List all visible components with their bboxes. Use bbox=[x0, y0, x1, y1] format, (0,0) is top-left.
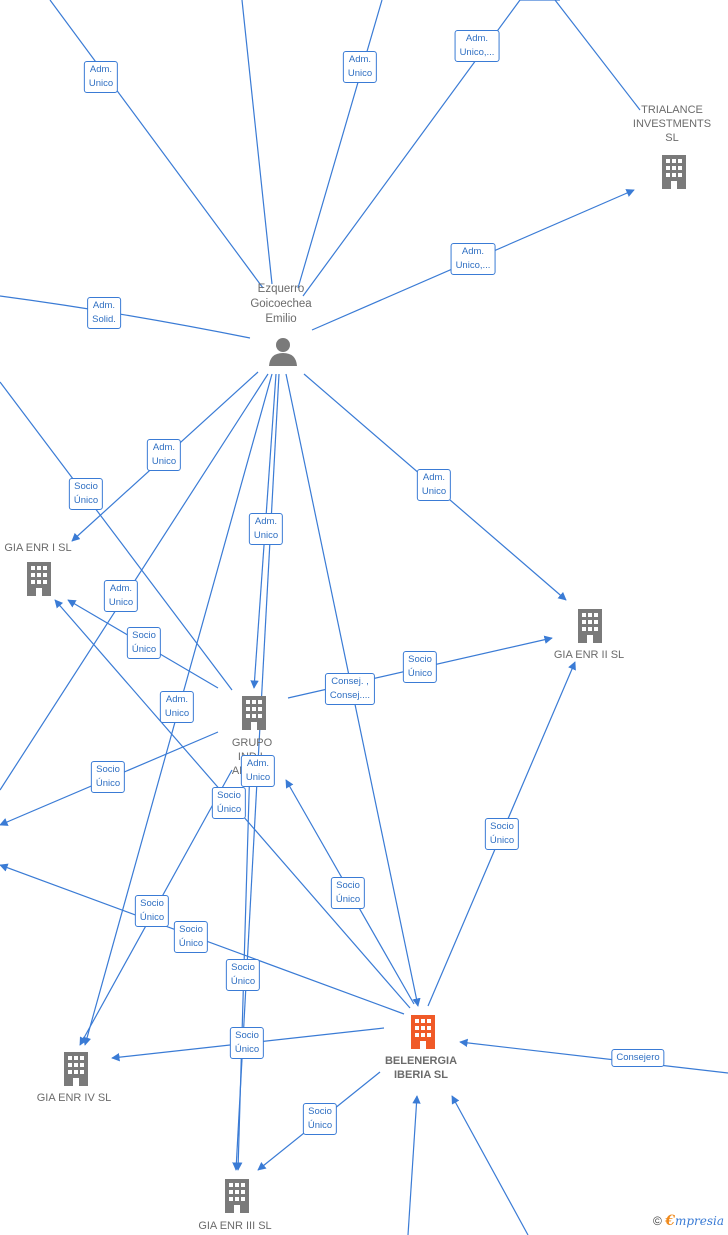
relation-badge[interactable]: Socio Único bbox=[90, 761, 126, 793]
relation-badge[interactable]: Socio Único bbox=[402, 651, 438, 683]
relation-badge[interactable]: Adm. Unico bbox=[416, 469, 452, 501]
relation-badge[interactable]: Adm. Unico bbox=[159, 691, 195, 723]
edge-top-trialance bbox=[554, 0, 641, 111]
edge-person-top2 bbox=[241, 0, 273, 285]
gia1-label[interactable]: GIA ENR I SL bbox=[4, 542, 72, 554]
belenergia-label[interactable]: BELENERGIA IBERIA SL bbox=[384, 1055, 458, 1081]
edge-person-top1 bbox=[49, 0, 264, 289]
building-icon-gia2 bbox=[578, 609, 602, 643]
relation-badge[interactable]: Socio Único bbox=[225, 959, 261, 991]
relation-badge[interactable]: Consej. , Consej.... bbox=[324, 673, 376, 705]
relation-badge[interactable]: Adm. Unico,... bbox=[454, 30, 500, 62]
edge-bottom1-bel bbox=[407, 1095, 421, 1235]
relation-badge[interactable]: Adm. Unico bbox=[342, 51, 378, 83]
relation-badge[interactable]: Socio Único bbox=[134, 895, 170, 927]
relation-badge[interactable]: Socio Único bbox=[68, 478, 104, 510]
relation-badge[interactable]: Socio Único bbox=[484, 818, 520, 850]
building-icon-gia4 bbox=[64, 1052, 88, 1086]
person-label[interactable]: Ezquerro Goicoechea Emilio bbox=[250, 283, 312, 325]
copyright-symbol: © bbox=[653, 1214, 662, 1228]
edge-left-grupo bbox=[0, 381, 233, 691]
relation-badge[interactable]: Adm. Unico,... bbox=[450, 243, 496, 275]
building-icon-grupo bbox=[242, 696, 266, 730]
trialance-label[interactable]: TRIALANCE INVESTMENTS SL bbox=[632, 104, 712, 144]
relation-badge[interactable]: Socio Único bbox=[330, 877, 366, 909]
relation-badge[interactable]: Adm. Unico bbox=[248, 513, 284, 545]
relation-badge[interactable]: Consejero bbox=[611, 1049, 665, 1067]
relation-badge[interactable]: Socio Único bbox=[229, 1027, 265, 1059]
person-icon bbox=[269, 338, 297, 366]
building-icon-gia3 bbox=[225, 1179, 249, 1213]
edge-person-left bbox=[0, 295, 251, 339]
gia4-label[interactable]: GIA ENR IV SL bbox=[36, 1092, 112, 1104]
building-icon-trialance bbox=[662, 155, 686, 189]
empresia-brand: © €mpresia bbox=[653, 1213, 724, 1229]
edge-bottom2-bel bbox=[451, 1095, 529, 1235]
edge-right-bel bbox=[459, 1038, 728, 1074]
gia3-label[interactable]: GIA ENR III SL bbox=[198, 1220, 272, 1232]
relation-badge[interactable]: Adm. Unico bbox=[103, 580, 139, 612]
relation-badge[interactable]: Adm. Solid. bbox=[87, 297, 121, 329]
relation-badge[interactable]: Adm. Unico bbox=[240, 755, 276, 787]
relation-badge[interactable]: Socio Único bbox=[211, 787, 247, 819]
building-icon-belenergia bbox=[411, 1015, 435, 1049]
relation-badge[interactable]: Socio Único bbox=[173, 921, 209, 953]
relation-badge[interactable]: Socio Único bbox=[302, 1103, 338, 1135]
relation-badge[interactable]: Adm. Unico bbox=[146, 439, 182, 471]
relation-badge[interactable]: Adm. Unico bbox=[83, 61, 119, 93]
gia2-label[interactable]: GIA ENR II SL bbox=[553, 649, 625, 661]
brand-e-logo: € bbox=[665, 1213, 675, 1229]
building-icon-gia1 bbox=[27, 562, 51, 596]
relation-badge[interactable]: Socio Único bbox=[126, 627, 162, 659]
edge-person-top3 bbox=[297, 0, 383, 289]
brand-name: mpresia bbox=[674, 1214, 724, 1228]
